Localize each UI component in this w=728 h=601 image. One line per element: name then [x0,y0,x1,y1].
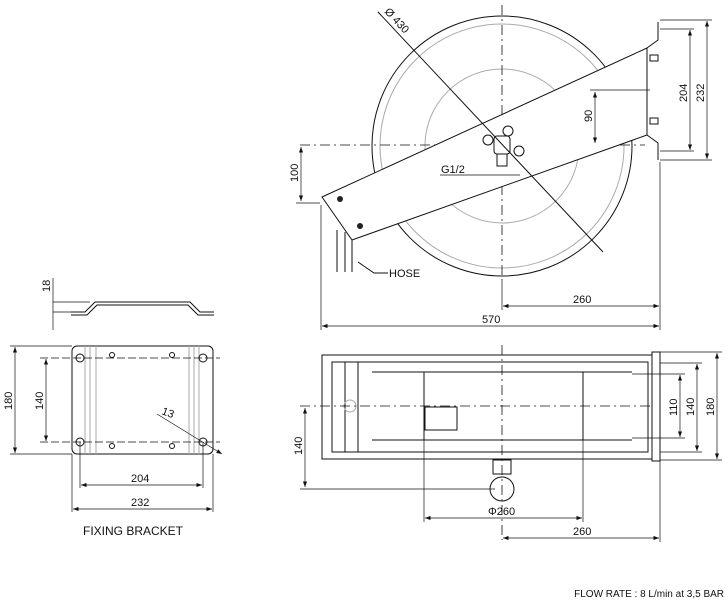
dim-180-bracket: 180 [3,392,15,410]
dim-232-bracket: 232 [131,497,149,509]
reel-outer-disc [371,15,633,277]
inlet-label: G1/2 [441,164,465,176]
bracket-side-profile [71,301,214,316]
diameter-line [377,11,604,253]
bracket-title: FIXING BRACKET [83,524,184,538]
dim-140-right: 140 [685,398,697,416]
mount-plate [651,351,661,462]
dim-570: 570 [482,314,500,326]
dim-204: 204 [678,84,690,102]
dim-hole-13: 13 [160,406,176,421]
dim-204-bracket: 204 [131,473,149,485]
hose-label: HOSE [389,268,420,280]
dim-90: 90 [583,110,595,122]
dim-110: 110 [668,398,680,416]
dim-140-bracket: 140 [34,392,46,410]
dim-232: 232 [695,84,707,102]
fixing-bracket: 18 180 140 13 204 232 FIXING BRACKET [3,278,223,538]
flow-rate-note: FLOW RATE : 8 L/min at 3,5 BAR [574,589,724,600]
top-view: 140 Φ260 260 110 140 180 [293,345,722,542]
frame-outline [321,354,653,460]
wall-bracket [646,22,659,160]
front-view: Ø 430 G1/2 HOSE 100 90 204 232 260 570 [289,5,712,330]
bracket-plate [71,345,214,455]
dim-140-left: 140 [293,437,305,455]
dim-260: 260 [573,294,591,306]
dim-100: 100 [289,164,301,182]
dim-18: 18 [41,280,53,292]
dim-180: 180 [705,398,717,416]
dim-260-top: 260 [573,526,591,538]
dim-drum-diameter: Φ260 [488,506,515,518]
